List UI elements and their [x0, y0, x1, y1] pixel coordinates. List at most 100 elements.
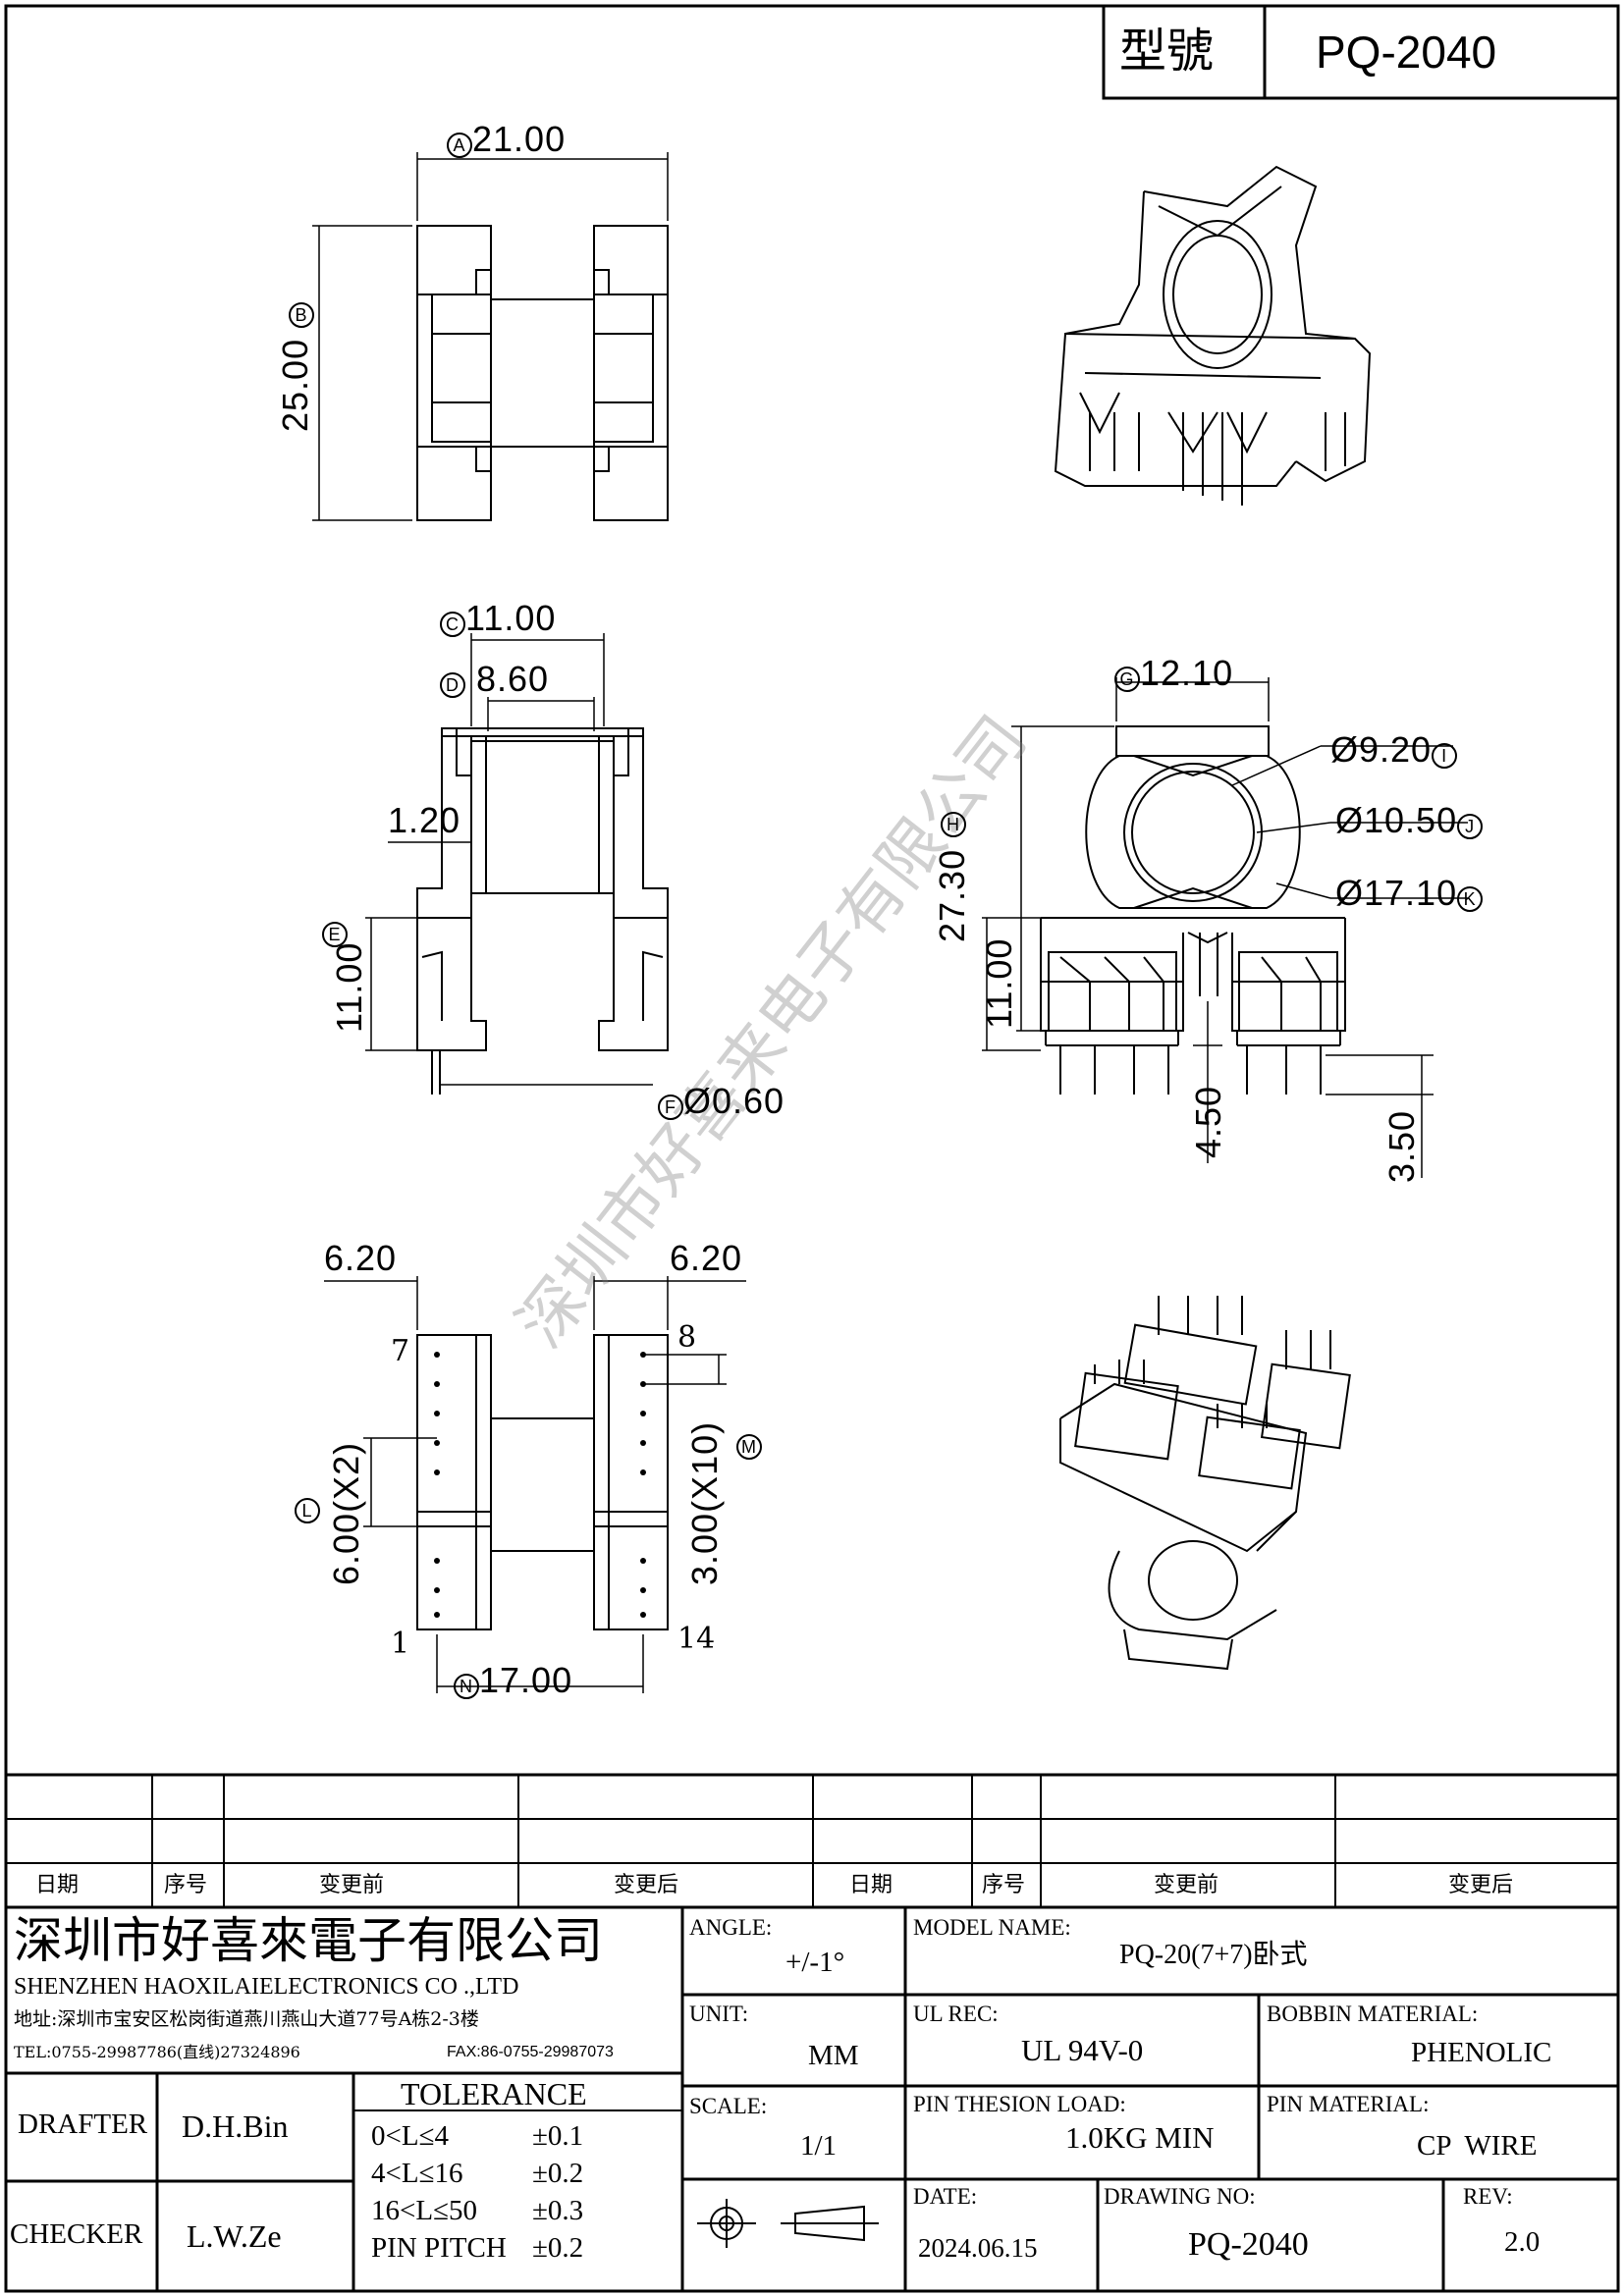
dim-f-value: Ø0.60	[683, 1081, 785, 1121]
dim-g-value: 12.10	[1140, 653, 1234, 693]
dim-j-value: Ø10.50	[1335, 800, 1458, 840]
ul-value: UL 94V-0	[1021, 2033, 1144, 2067]
company-name-cn: 深圳市好喜來電子有限公司	[14, 1912, 603, 1969]
load-value: 1.0KG MIN	[1065, 2120, 1215, 2155]
dim-h-value: 27.30	[932, 848, 972, 942]
pin-holes	[434, 1352, 646, 1618]
side-view	[365, 633, 669, 1095]
tol-value-3: ±0.3	[532, 2195, 584, 2226]
date-value: 2024.06.15	[918, 2233, 1038, 2263]
company-tel: TEL:0755-29987786(直线)27324896	[14, 2043, 300, 2061]
dim-e-value: 11.00	[329, 941, 369, 1033]
marker-j: J	[1457, 814, 1484, 839]
marker-l: L	[295, 1498, 320, 1523]
tol-value-1: ±0.1	[532, 2120, 584, 2152]
drafter-label: DRAFTER	[18, 2109, 148, 2140]
drawing-no-value: PQ-2040	[1188, 2226, 1309, 2263]
pin-8-label: 8	[677, 1320, 697, 1355]
marker-n: N	[454, 1674, 479, 1699]
dim-front-11: 11.00	[979, 937, 1019, 1029]
dim-k-value: Ø17.10	[1335, 873, 1458, 913]
rev-left-before: 变更前	[319, 1873, 385, 1897]
dim-l-marker: L	[295, 1487, 320, 1523]
iso-view-top	[1054, 165, 1372, 506]
tol-range-3: 16<L≤50	[371, 2195, 477, 2226]
rev-right-after: 变更后	[1448, 1873, 1514, 1897]
dim-side-120: 1.20	[388, 800, 461, 840]
dim-d: D 8.60	[440, 662, 549, 698]
marker-c: C	[440, 612, 465, 637]
iso-view-bottom	[1059, 1296, 1351, 1671]
dim-bottom-right-620: 6.20	[670, 1238, 743, 1278]
rev-left-date: 日期	[35, 1873, 80, 1897]
dim-i-value: Ø9.20	[1330, 729, 1433, 770]
dim-d-value: 8.60	[476, 659, 550, 699]
marker-e: E	[322, 922, 348, 947]
marker-h: H	[941, 812, 966, 837]
drafter-name: D.H.Bin	[182, 2109, 289, 2144]
tol-range-4: PIN PITCH	[371, 2232, 507, 2264]
rev-value: 2.0	[1504, 2226, 1541, 2258]
rev-label: REV:	[1463, 2184, 1513, 2209]
marker-i: I	[1432, 743, 1458, 769]
company-fax: FAX:86-0755-29987073	[447, 2044, 614, 2060]
scale-value: 1/1	[800, 2130, 838, 2162]
marker-k: K	[1457, 886, 1484, 912]
dim-b: 25.00 B	[275, 301, 315, 432]
front-view	[982, 677, 1468, 1178]
tol-value-2: ±0.2	[532, 2158, 584, 2189]
rev-left-after: 变更后	[614, 1873, 679, 1897]
pin-material-value: CP WIRE	[1417, 2130, 1538, 2162]
unit-value: MM	[808, 2040, 859, 2071]
marker-a: A	[447, 133, 472, 158]
dim-e-marker: E	[322, 911, 348, 947]
type-label: 型號	[1119, 24, 1215, 79]
dim-n-value: 17.00	[479, 1660, 573, 1700]
bobbin-value: PHENOLIC	[1411, 2037, 1552, 2068]
drawing-no-label: DRAWING NO:	[1104, 2184, 1256, 2209]
dim-m-value: 3.00(X10)	[684, 1420, 725, 1585]
load-label: PIN THESION LOAD:	[913, 2092, 1126, 2116]
top-view	[312, 152, 669, 521]
pin-material-label: PIN MATERIAL:	[1267, 2092, 1430, 2116]
tol-range-2: 4<L≤16	[371, 2158, 463, 2189]
date-label: DATE:	[913, 2184, 978, 2209]
marker-b: B	[289, 301, 314, 328]
dim-c-value: 11.00	[465, 598, 557, 638]
model-value: PQ-20(7+7)卧式	[1119, 1940, 1308, 1970]
dim-m-marker: M	[736, 1423, 762, 1460]
tol-range-1: 0<L≤4	[371, 2120, 449, 2152]
marker-m: M	[736, 1434, 762, 1460]
rev-right-seq: 序号	[982, 1873, 1026, 1897]
angle-value: +/-1°	[785, 1947, 845, 1978]
company-name-en: SHENZHEN HAOXILAIELECTRONICS CO .,LTD	[14, 1974, 519, 2000]
angle-label: ANGLE:	[689, 1915, 773, 1940]
rev-right-date: 日期	[849, 1873, 893, 1897]
unit-label: UNIT:	[689, 2002, 749, 2026]
scale-label: SCALE:	[689, 2094, 768, 2118]
dim-a-value: 21.00	[472, 119, 567, 159]
company-address: 地址:深圳市宝安区松岗街道燕川燕山大道77号A栋2-3楼	[14, 2008, 479, 2030]
type-value: PQ-2040	[1316, 27, 1497, 78]
rev-left-seq: 序号	[164, 1873, 208, 1897]
marker-d: D	[440, 672, 465, 698]
title-block-grid	[6, 1773, 1618, 2291]
projection-symbol	[697, 2199, 879, 2248]
dim-front-450: 4.50	[1188, 1085, 1228, 1158]
model-label: MODEL NAME:	[913, 1915, 1071, 1940]
pin-7-label: 7	[391, 1334, 410, 1368]
marker-f: F	[658, 1095, 683, 1120]
checker-label: CHECKER	[10, 2218, 143, 2250]
type-box	[1102, 4, 1620, 100]
marker-g: G	[1114, 667, 1140, 692]
ul-label: UL REC:	[913, 2002, 999, 2026]
dim-h-marker: H	[941, 801, 966, 837]
dim-b-value: 25.00	[275, 338, 315, 432]
